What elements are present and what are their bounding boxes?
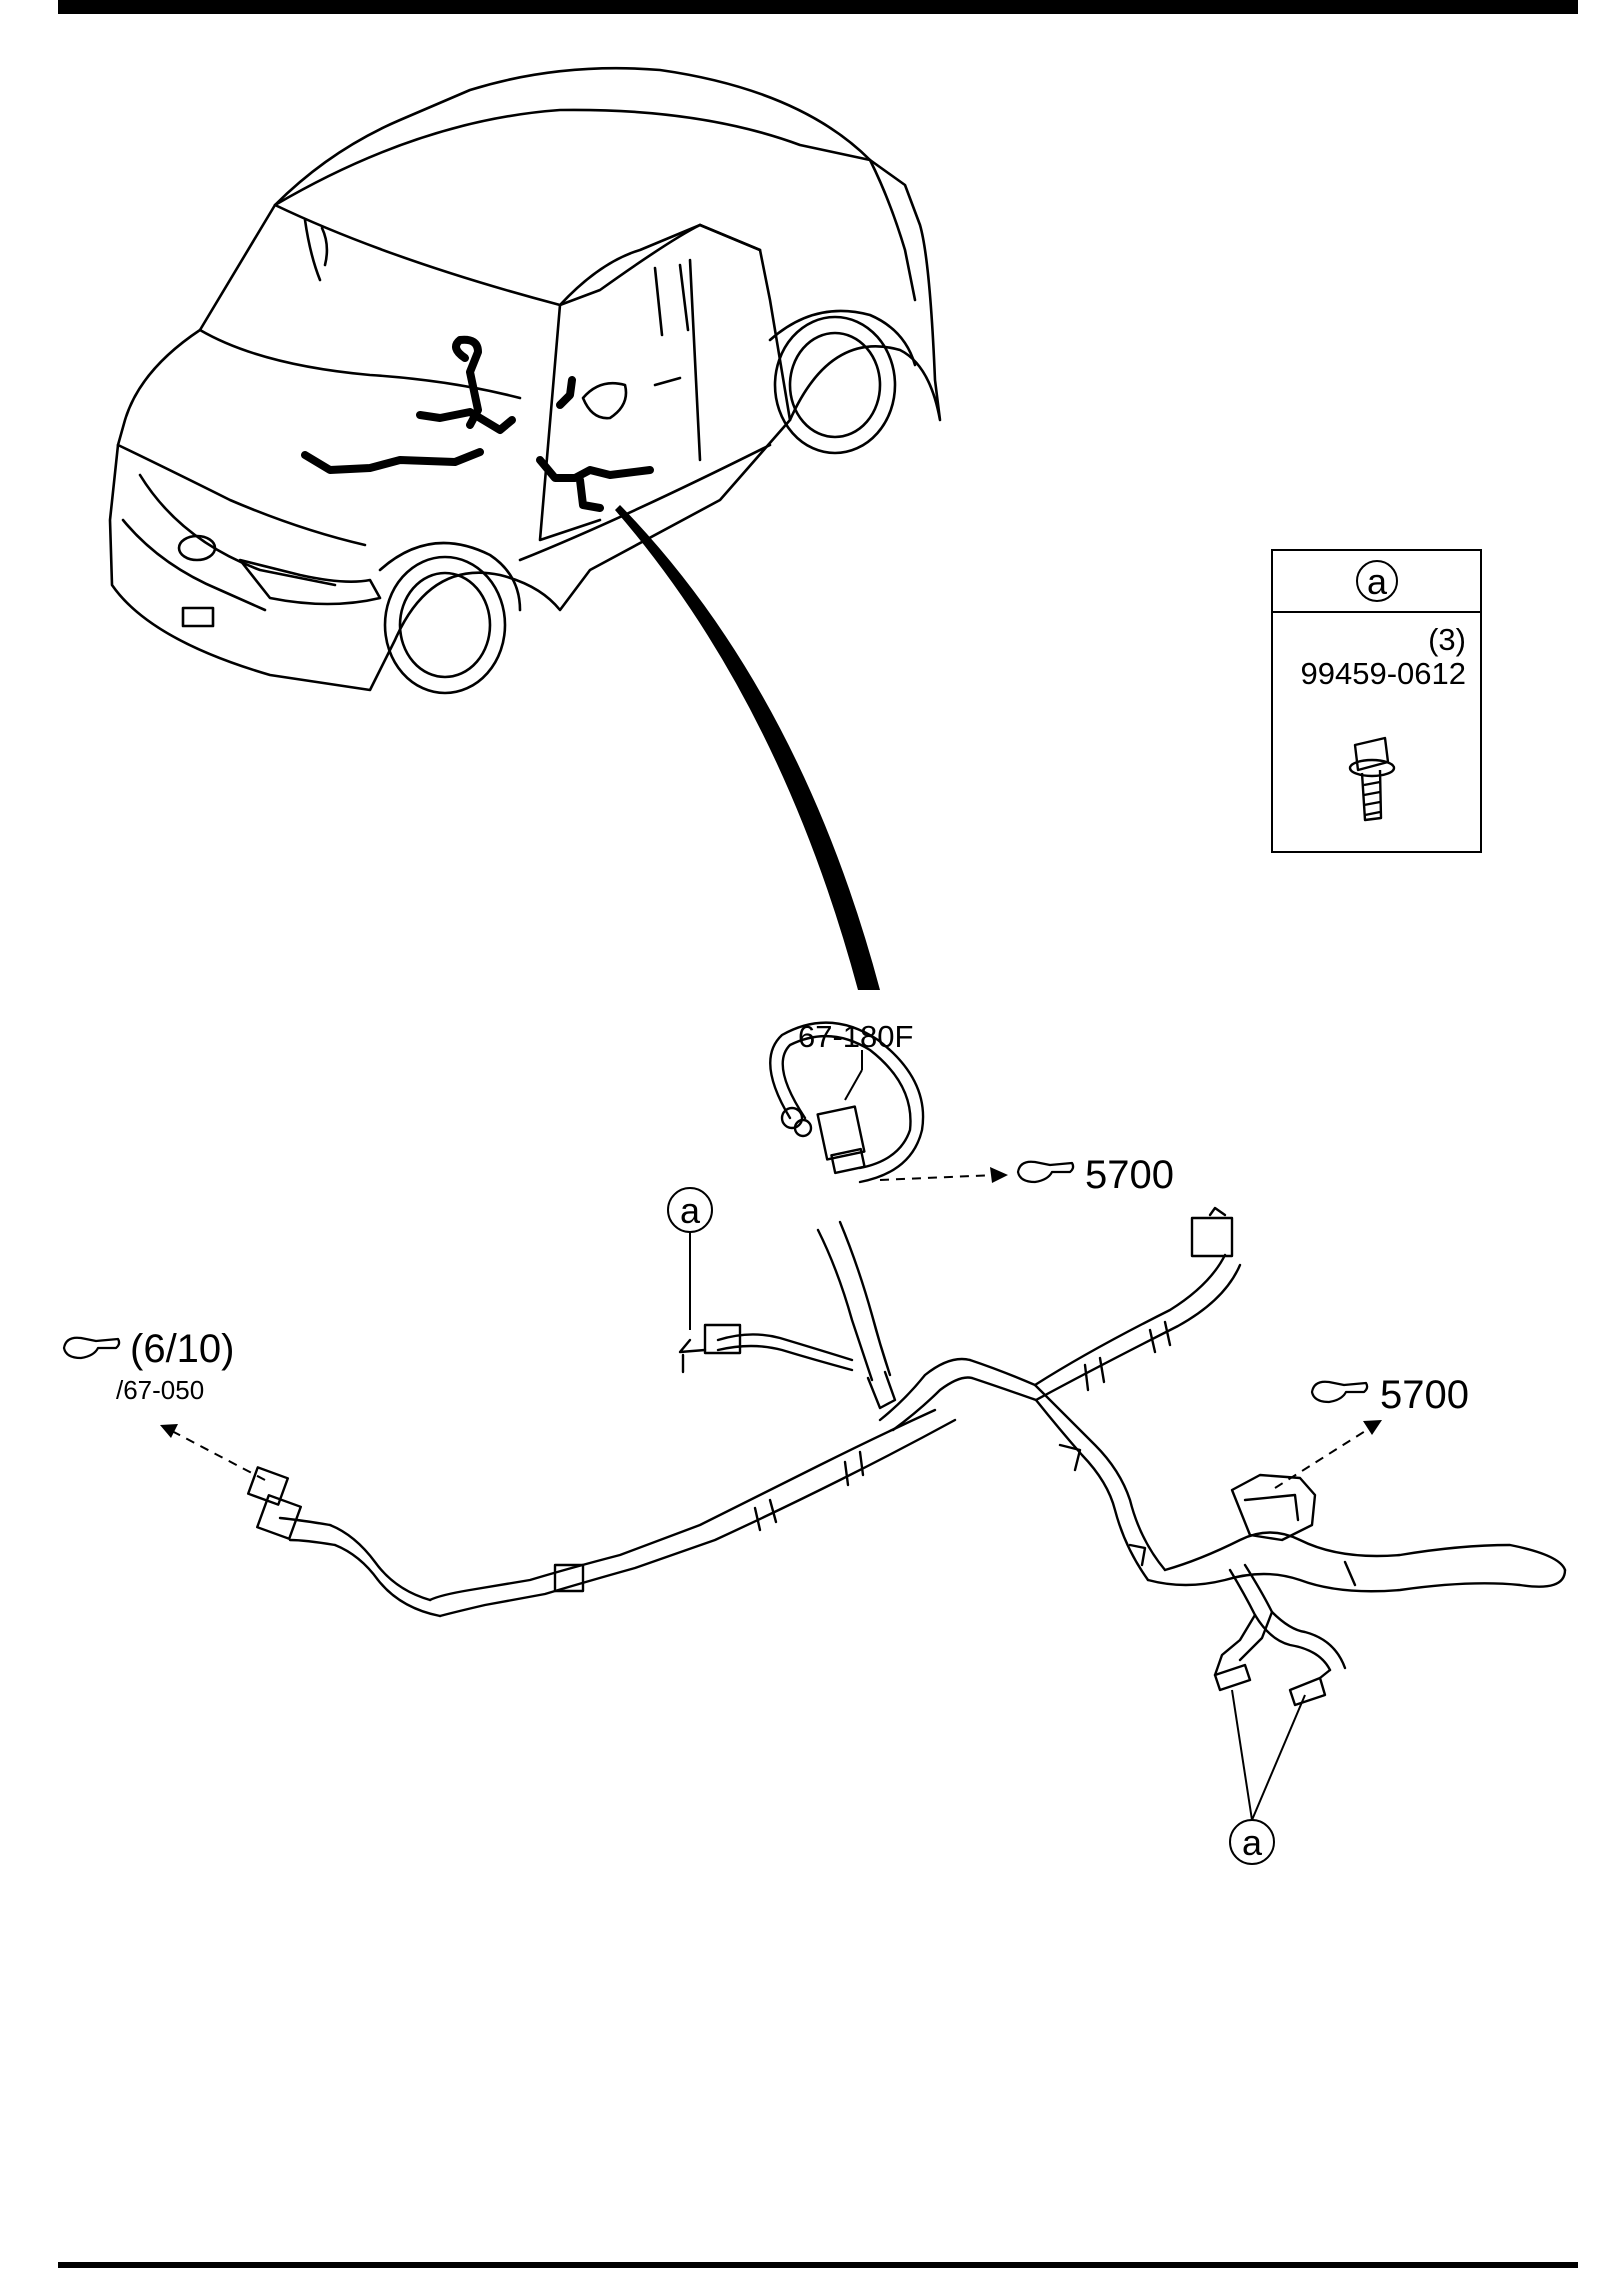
- ref-6-10: (6/10): [130, 1327, 235, 1371]
- pointing-hand-icon: [1310, 1380, 1369, 1404]
- pointing-hand-icon: [1016, 1160, 1075, 1184]
- callout-pointer-wedge: [615, 505, 880, 990]
- callout-letter-upper: a: [680, 1190, 701, 1231]
- legend-letter: a: [1367, 561, 1388, 602]
- reference-arrows: [169, 1174, 1371, 1489]
- bottom-border-bar: [58, 2262, 1578, 2268]
- legend-part-number: 99459-0612: [1301, 656, 1467, 691]
- pointing-hand-icon: [62, 1336, 121, 1360]
- part-number-67-180f: 67-180F: [798, 1019, 913, 1054]
- legend-qty: (3): [1428, 622, 1466, 657]
- ref-67-050: /67-050: [116, 1375, 204, 1405]
- vehicle-illustration: [108, 66, 942, 695]
- top-border-bar: [58, 0, 1578, 14]
- callout-circle-lower: [1229, 1819, 1275, 1865]
- arrowheads: [160, 1167, 1382, 1438]
- leader-lines: [689, 1050, 1306, 1821]
- callout-circle-upper: [667, 1187, 713, 1233]
- legend-box: [1271, 549, 1482, 853]
- ref-5700-upper: 5700: [1085, 1153, 1174, 1197]
- bolt-icon: [1348, 736, 1396, 822]
- vehicle-harness-highlight: [301, 335, 654, 512]
- wiring-harness-detail: [246, 1021, 1567, 1707]
- callout-letter-lower: a: [1242, 1822, 1263, 1863]
- ref-5700-right: 5700: [1380, 1373, 1469, 1417]
